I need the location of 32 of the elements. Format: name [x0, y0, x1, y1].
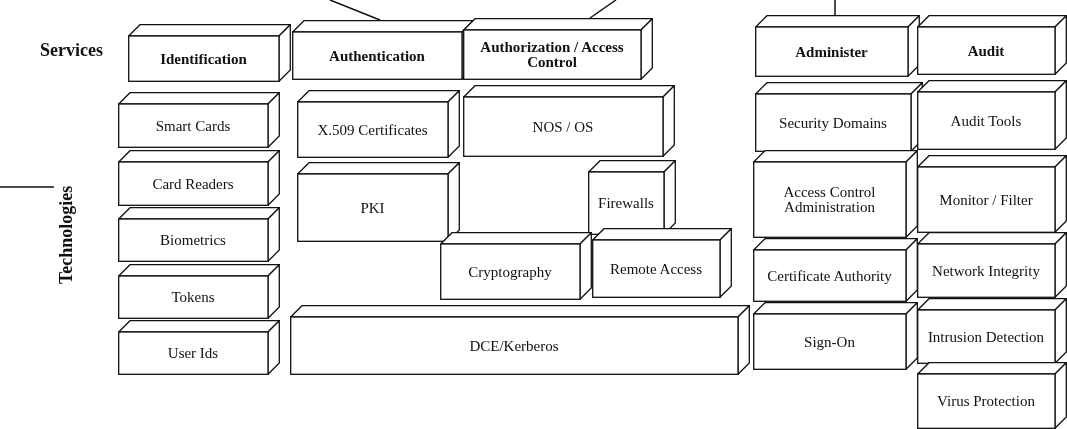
block-label: Virus Protection [937, 394, 1035, 409]
block-label: Card Readers [152, 176, 234, 192]
block-label: Cryptography [468, 264, 552, 280]
block-label: DCE/Kerberos [469, 338, 559, 354]
block-label: Intrusion Detection [927, 329, 1045, 345]
leader-line [589, 0, 617, 19]
leader-line [834, 0, 836, 16]
block-label: Administer [795, 44, 868, 60]
block-label: PKI [360, 200, 385, 216]
side-label: Technologies [48, 140, 84, 330]
block-label: Authorization / Access Control [479, 40, 625, 70]
block-label: Tokens [171, 290, 215, 305]
leader-line [0, 186, 55, 188]
block-label: NOS / OS [532, 119, 594, 135]
block-label: Audit Tools [950, 113, 1022, 129]
block-label: Firewalls [598, 196, 654, 211]
row-label: Services [40, 40, 103, 61]
block-label: Audit [967, 43, 1005, 59]
block-label: Identification [160, 51, 247, 67]
block-label: Authentication [329, 48, 425, 64]
block-label: Sign-On [804, 334, 855, 350]
block-label: Biometrics [160, 233, 226, 248]
block-label: Monitor / Filter [939, 192, 1033, 208]
block-label: Certificate Authority [767, 268, 892, 284]
block-label: Smart Cards [155, 118, 231, 134]
block-label: X.509 Certificates [317, 122, 428, 138]
block-label: Network Integrity [932, 263, 1040, 279]
leader-line [329, 0, 381, 21]
block-label: User Ids [167, 346, 219, 361]
block-label: Access Control Administration [782, 185, 877, 215]
block-label: Remote Access [609, 261, 703, 277]
block-label: Security Domains [779, 115, 887, 131]
